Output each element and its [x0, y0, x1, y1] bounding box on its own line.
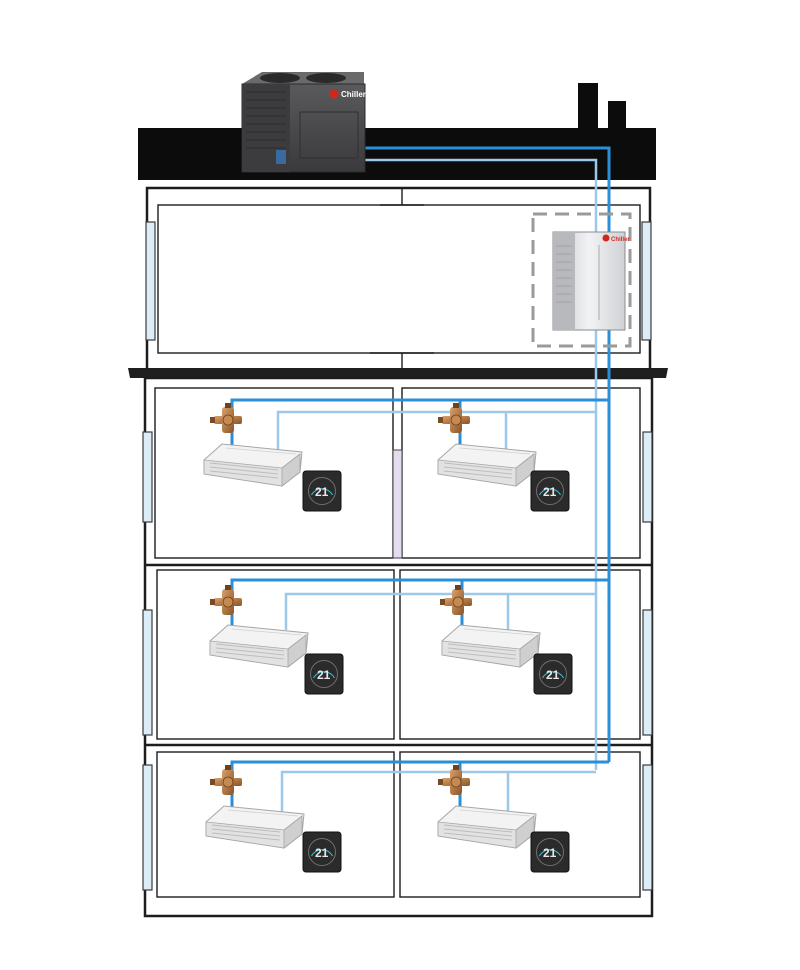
thermostat-icon: 21 [304, 653, 344, 695]
thermostat-icon: 21 [302, 831, 342, 873]
fan-coil-icon [441, 624, 541, 668]
thermostat-icon: 21 [530, 470, 570, 512]
valve-icon [439, 584, 473, 616]
thermostat-icon: 21 [302, 470, 342, 512]
room-4-equipment: 21 [439, 584, 573, 695]
floor-slab [128, 368, 668, 378]
fan-icon [260, 73, 300, 83]
valve-icon [209, 764, 243, 796]
fan-icon [306, 73, 346, 83]
piping [230, 146, 611, 812]
fan-coil-icon [437, 443, 537, 487]
room-6-equipment: 21 [437, 764, 570, 873]
fan-coil-icon [437, 805, 537, 849]
room-1-equipment: 21 [203, 402, 342, 512]
supply-main [363, 146, 611, 762]
room-2-equipment: 21 [437, 402, 570, 512]
chimney-left [578, 83, 598, 129]
indoor-unit-dashed-frame [531, 212, 632, 348]
fan-coil-icon [203, 443, 303, 487]
thermostat-temp: 21 [315, 485, 329, 499]
thermostat-temp: 21 [543, 846, 557, 860]
fan-coil-icon [205, 805, 305, 849]
roof-slab [138, 128, 656, 180]
outdoor-unit-brand: Chiller [341, 90, 366, 99]
thermostat-temp: 21 [315, 846, 329, 860]
indoor-unit: Chiller [531, 212, 632, 348]
outdoor-chiller-unit: Chiller [241, 72, 366, 173]
thermostat-icon: 21 [530, 831, 570, 873]
valve-icon [209, 402, 243, 434]
valve-icon [209, 584, 243, 616]
thermostat-icon: 21 [533, 653, 573, 695]
thermostat-temp: 21 [546, 668, 560, 682]
return-main [363, 158, 598, 770]
valve-icon [437, 764, 471, 796]
chimney-right [608, 101, 626, 129]
thermostat-temp: 21 [317, 668, 331, 682]
chiller-logo-icon [329, 89, 339, 99]
room-3-equipment: 21 [209, 584, 344, 695]
indoor-unit-brand: Chiller [611, 237, 630, 243]
room-5-equipment: 21 [205, 764, 342, 873]
building [128, 83, 668, 918]
fan-coil-icon [209, 624, 309, 668]
chiller-logo-icon [602, 234, 610, 242]
thermostat-temp: 21 [543, 485, 557, 499]
valve-icon [437, 402, 471, 434]
